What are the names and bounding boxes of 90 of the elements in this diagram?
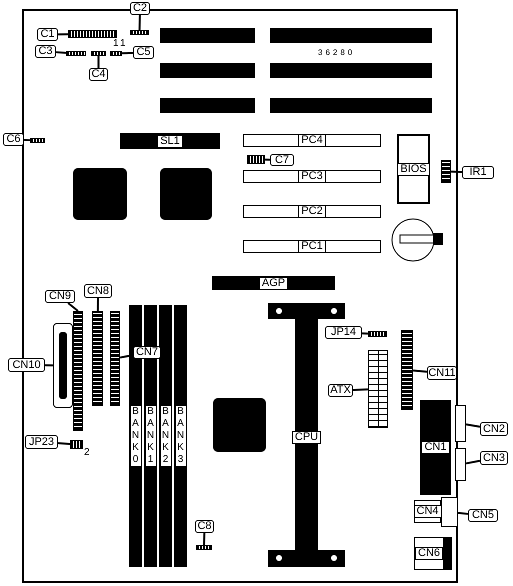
part-label: AGP [258,276,288,290]
leader-line [203,532,206,546]
part-label: BANK3 [174,405,186,467]
part-label: PC2 [298,205,326,218]
leader-line [466,423,480,428]
pci-slot [243,205,381,218]
part-label: BIOS [397,162,430,176]
callout-label: C4 [89,68,108,81]
part-label: SL1 [157,134,183,148]
callout-label: ATX [328,384,353,397]
pin-header [91,51,106,56]
part-label: BANK0 [130,405,142,467]
callout-label: JP23 [25,435,58,449]
leader-line [352,388,368,391]
pin-header [247,155,265,164]
part-label: CN1 [421,441,450,454]
part-label: PC3 [298,170,326,183]
callout-label: CN10 [8,358,45,372]
leader-line [412,370,428,373]
leader-line [56,51,66,54]
pin-header [130,30,149,35]
serial-port [455,405,466,442]
callout-label: JP14 [325,326,362,339]
pin-header [196,545,212,550]
part-label: PC4 [298,134,326,147]
callout-label: CN5 [468,509,498,522]
leader-line [122,52,134,54]
part-label: CPU [292,431,322,444]
pin-header [368,331,387,337]
leader-line [450,170,462,173]
callout-label: C2 [130,2,150,15]
agp-slot [212,276,335,290]
pin-number: 1 [120,39,126,49]
port-block [420,400,451,495]
leader-line [58,33,68,36]
leader-line [98,56,100,68]
ps2-port [441,497,458,527]
leader-line [44,364,54,366]
callout-label: C8 [195,520,214,533]
callout-label: CN3 [480,451,508,465]
callout-label: CN2 [480,422,508,436]
pci-slot [243,240,381,253]
pin-header [110,311,120,406]
callout-label: C6 [3,133,24,146]
callout-label: CN7 [133,346,161,359]
pin-header [30,138,45,143]
leader-line [264,158,270,161]
leader-line [24,138,30,142]
port-connector [414,537,444,570]
callout-label: CN8 [84,284,112,298]
callout-label: C3 [35,45,56,58]
memory-slot [174,305,187,567]
pin-header [73,311,83,431]
callout-label: CN11 [427,366,457,380]
callout-label: CN9 [45,290,75,303]
leader-line [362,332,368,335]
part-label: PC1 [298,240,326,253]
pin-header [66,51,86,56]
memory-slot [159,305,172,567]
bios-chip [397,134,430,204]
pin-number: 2 [84,448,90,458]
power-connector [368,350,388,428]
part-label: CN4 [414,505,442,518]
part-label: BANK1 [144,405,156,467]
pci-slot [243,134,381,147]
leader-line [96,298,99,312]
pin-header [70,440,83,449]
scsi-connector [53,323,73,408]
callout-label: C7 [270,154,294,166]
leader-line [58,442,70,446]
part-label: BANK2 [160,405,172,467]
expansion-slot [120,133,220,149]
leader-line [458,512,468,515]
pin-header [68,30,117,38]
pin-header [92,311,103,406]
pin-header [401,330,413,410]
callout-label: IR1 [462,166,494,179]
pin-header [110,51,122,56]
leader-line [67,302,79,312]
callout-label: C5 [133,46,154,59]
board-number: 36280 [318,48,356,58]
callout-label: C1 [37,28,58,41]
leader-line [138,14,141,30]
port-connector [414,500,441,523]
parallel-port [455,448,466,481]
pin-number: 1 [113,39,119,49]
part-label: CN6 [415,547,444,560]
pci-slot [243,170,381,183]
pin-header [441,160,451,183]
leader-line [466,460,480,464]
